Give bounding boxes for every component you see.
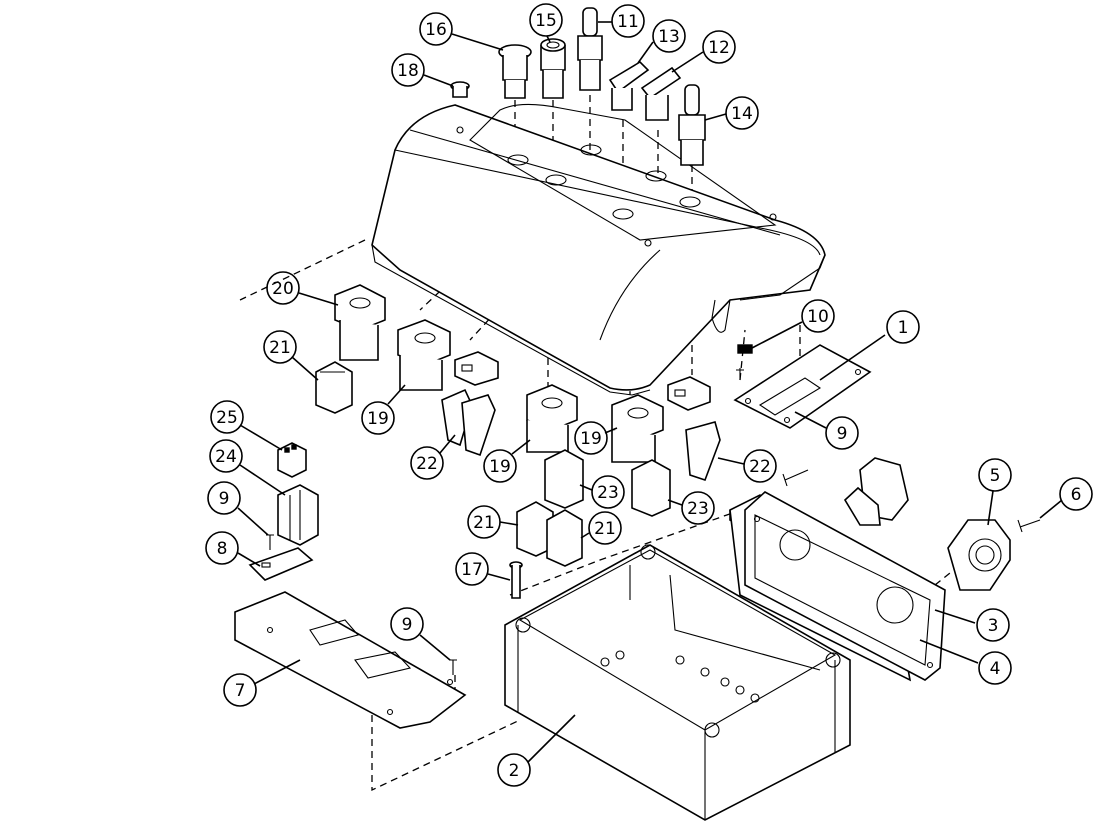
callout-21-a: 21: [467, 505, 519, 539]
circuit-board-1: [733, 344, 872, 429]
callout-21-b: 21: [580, 511, 622, 545]
operator-12: [640, 66, 682, 121]
callout-4: 4: [919, 639, 1012, 685]
contact-blocks-22: [441, 388, 721, 482]
callout-1: 1: [819, 310, 920, 381]
callout-label: 8: [217, 539, 228, 559]
callout-label: 13: [658, 27, 680, 47]
callout-15: 15: [529, 3, 563, 43]
enclosure-lid: [371, 103, 826, 396]
callout-label: 15: [535, 11, 557, 31]
callout-label: 12: [708, 38, 730, 58]
callout-label: 7: [235, 681, 246, 701]
callout-label: 18: [397, 61, 419, 81]
callout-18: 18: [391, 53, 454, 87]
callout-12: 12: [671, 30, 736, 73]
callout-label: 9: [219, 489, 230, 509]
callout-label: 22: [416, 454, 438, 474]
callout-label: 14: [731, 104, 753, 124]
callout-label: 16: [425, 20, 447, 40]
callout-23-left: 23: [579, 475, 625, 509]
callout-23-right: 23: [667, 491, 715, 525]
callout-11: 11: [598, 4, 645, 38]
callout-label: 19: [580, 429, 602, 449]
callout-label: 10: [807, 307, 829, 327]
callout-24: 24: [209, 439, 286, 496]
callout-label: 1: [898, 318, 909, 338]
plug-18: [450, 81, 470, 98]
callout-9-plate: 9: [390, 607, 451, 661]
callout-5: 5: [978, 458, 1012, 526]
callout-label: 3: [988, 616, 999, 636]
holder-19-mid: [526, 384, 578, 453]
callout-2: 2: [497, 714, 576, 787]
callout-label: 5: [990, 466, 1001, 486]
callout-label: 11: [617, 12, 639, 32]
callout-19-mid: 19: [483, 439, 531, 483]
connector-5: [843, 457, 1011, 591]
callout-label: 19: [489, 457, 511, 477]
din-rail-8: [248, 547, 314, 581]
operator-11: [577, 7, 603, 91]
holder-20: [334, 284, 386, 361]
callout-label: 23: [687, 499, 709, 519]
callout-17: 17: [455, 552, 511, 586]
callout-label: 2: [509, 761, 520, 781]
callout-label: 19: [367, 409, 389, 429]
callout-label: 17: [461, 560, 483, 580]
callout-label: 21: [594, 519, 616, 539]
callout-20: 20: [266, 271, 339, 306]
mounting-plate-7: [234, 591, 467, 729]
callout-19-left: 19: [361, 384, 406, 435]
operator-13: [608, 60, 650, 111]
callout-13: 13: [637, 19, 686, 64]
callout-label: 21: [473, 513, 495, 533]
callout-label: 9: [837, 424, 848, 444]
callout-22-left: 22: [410, 434, 456, 480]
callout-10: 10: [751, 299, 835, 349]
operator-16: [498, 44, 532, 99]
callout-19-right: 19: [574, 421, 618, 455]
callout-16: 16: [419, 12, 504, 51]
callout-label: 6: [1071, 485, 1082, 505]
callout-label: 21: [269, 338, 291, 358]
holder-19-left: [397, 319, 451, 391]
operator-14: [678, 84, 706, 166]
side-plate-3: [744, 491, 946, 681]
contact-blocks-21: [315, 361, 583, 567]
holder-19-right: [611, 394, 664, 463]
contact-blocks-23: [544, 449, 671, 517]
callout-label: 20: [272, 279, 294, 299]
screw-17: [509, 561, 523, 599]
terminal-25: [277, 442, 307, 478]
callout-9-left: 9: [207, 481, 269, 536]
callout-label: 4: [990, 659, 1001, 679]
callout-label: 9: [402, 615, 413, 635]
callout-8: 8: [205, 531, 261, 567]
enclosure-base-2: [504, 544, 851, 821]
operator-15: [540, 38, 566, 99]
callout-21-left: 21: [263, 330, 319, 381]
callout-label: 25: [216, 408, 238, 428]
callout-9-pcb: 9: [794, 411, 859, 450]
screws-6: [782, 469, 1041, 533]
callout-14: 14: [704, 96, 759, 130]
clip-blocks: [454, 351, 711, 411]
callout-label: 22: [749, 457, 771, 477]
callout-6: 6: [1039, 477, 1093, 519]
callout-7: 7: [223, 659, 301, 707]
callout-label: 23: [597, 483, 619, 503]
callout-label: 24: [215, 447, 237, 467]
callout-22-right: 22: [717, 449, 777, 483]
callout-3: 3: [934, 608, 1010, 642]
terminal-24: [277, 484, 319, 546]
bracket-10: [736, 344, 753, 380]
callout-25: 25: [210, 400, 283, 451]
